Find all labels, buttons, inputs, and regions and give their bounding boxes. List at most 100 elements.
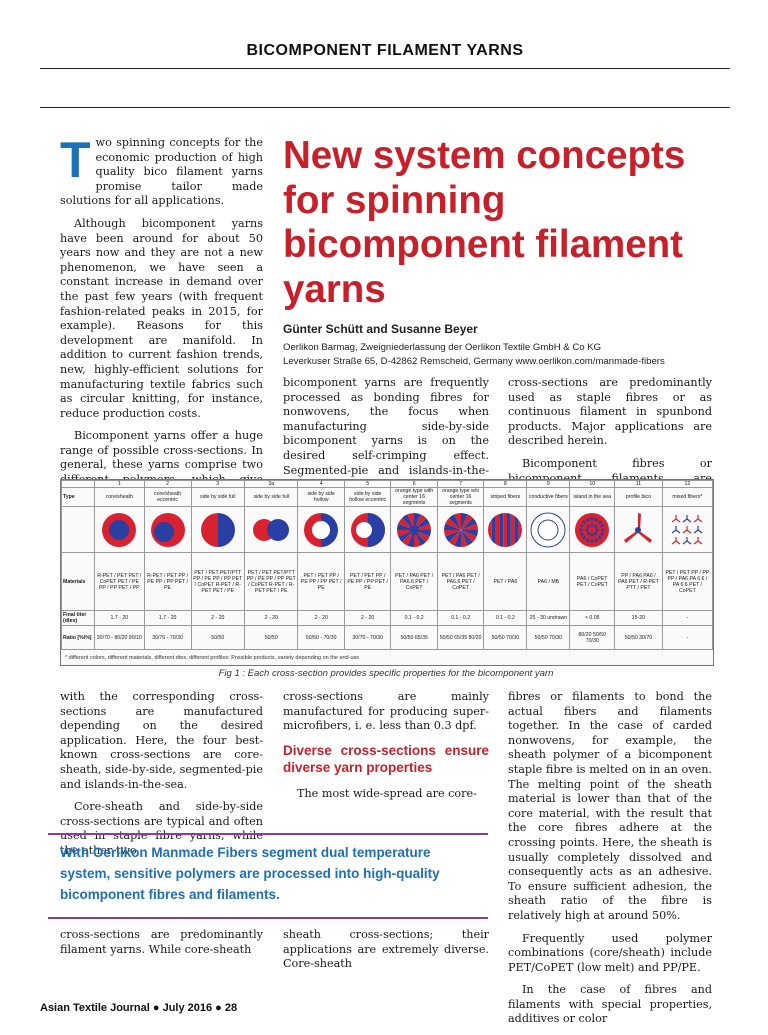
ratio-value: 50/50 70/30 xyxy=(483,625,528,650)
cross-section-image xyxy=(526,506,571,553)
material-combinations: PET / PET PET/PTT PP / PE PP / PP PET / … xyxy=(243,552,299,611)
material-combinations: R-PET / PET PP / PE PP / PP PET / PE xyxy=(143,552,192,611)
final-titer: 15-20 xyxy=(614,610,663,626)
column-number: 6 xyxy=(390,480,438,488)
final-titer: 1.7 - 20 xyxy=(143,610,192,626)
cross-section-diagram-3 xyxy=(200,512,235,547)
column-2-top: bicomponent yarns are frequently process… xyxy=(283,376,489,501)
column-3-top-paragraph-1: cross-sections are predominantly used as… xyxy=(508,376,712,448)
ratio-value: 30/70 - 70/30 xyxy=(343,625,392,650)
ratio-value: 50/50 30/70 xyxy=(614,625,663,650)
intro-paragraph-1: wo spinning concepts for the economic pr… xyxy=(60,136,263,208)
cross-section-image xyxy=(661,506,714,553)
column-3-bottom-paragraph-3: In the case of fibres and filaments with… xyxy=(508,983,712,1026)
final-titer: 25 - 30 undrawn xyxy=(526,610,571,626)
pull-quote: With Oerlikon Manmade Fibers segment dua… xyxy=(60,845,440,902)
column-2-bottom-paragraph-2: The most wide-spread are core- xyxy=(297,786,477,800)
header-rule-bottom xyxy=(40,107,730,108)
final-titer: 1.7 - 20 xyxy=(94,610,145,626)
cross-section-diagram-9 xyxy=(530,512,566,547)
row-label-titer: Final titer (dtex) xyxy=(61,610,95,626)
cross-section-type: orange type with center 16 segments xyxy=(390,487,438,507)
cross-section-type: mixed fibers* xyxy=(661,487,714,507)
cross-section-diagram-4 xyxy=(304,512,339,547)
cross-section-type: side by side full xyxy=(243,487,299,507)
ratio-value: 50/50 65/35 80/20 xyxy=(436,625,485,650)
cross-section-type: side by side hollow eccentric xyxy=(343,487,392,507)
cross-section-image xyxy=(190,506,245,553)
ratio-value: 80/20 50/50 70/30 xyxy=(569,625,616,650)
material-combinations: R-PET / PET PET / CoPET PET / PE PP / PP… xyxy=(94,552,145,611)
final-titer: 2 - 20 xyxy=(297,610,345,626)
ratio-value: 50/50 xyxy=(243,625,299,650)
article-title: New system concepts for spinning bicompo… xyxy=(283,134,686,311)
pull-quote-rule-bottom xyxy=(48,917,488,919)
ratio-value: 50/50 xyxy=(190,625,245,650)
column-number: 4 xyxy=(297,480,345,488)
column-number: 8 xyxy=(483,480,528,488)
final-titer: < 0.05 xyxy=(569,610,616,626)
article-authors: Günter Schütt and Susanne Beyer xyxy=(283,322,478,336)
column-number: 10 xyxy=(569,480,616,488)
column-2-bottom-paragraph-1: cross-sections are mainly manufactured f… xyxy=(283,690,489,733)
column-3-bottom-paragraph-2: Frequently used polymer combinations (co… xyxy=(508,931,712,974)
cross-section-diagram-12 xyxy=(672,514,703,544)
material-combinations: PET / PET PP / PE PP / PP PET / PE xyxy=(343,552,392,611)
cross-section-diagram-1 xyxy=(102,512,137,547)
cross-section-diagram-8 xyxy=(488,512,523,547)
column-number: 9 xyxy=(526,480,571,488)
drop-cap: T xyxy=(60,132,91,188)
cross-section-image xyxy=(243,506,299,553)
row-label-ratio: Ratio [%/%] xyxy=(61,625,95,650)
section-subheading: Diverse cross-sections ensure diverse ya… xyxy=(283,742,489,776)
column-1-bottom-paragraph-1: with the corresponding cross-sections ar… xyxy=(60,690,263,791)
column-number: 1 xyxy=(94,480,145,488)
cross-section-diagram-2 xyxy=(150,512,185,547)
running-header: BICOMPONENT FILAMENT YARNS xyxy=(246,42,524,59)
material-combinations: PET / PA6 PET / PA6.6 PET / CoPET xyxy=(436,552,485,611)
ratio-value: - xyxy=(661,625,714,650)
cross-section-image xyxy=(436,506,485,553)
final-titer: 2 - 20 xyxy=(343,610,392,626)
cross-section-type: profile bico xyxy=(614,487,663,507)
column-1-last-paragraph: cross-sections are predominantly filamen… xyxy=(60,928,263,956)
column-number: 5 xyxy=(343,480,392,488)
cross-section-diagram-7 xyxy=(443,512,478,547)
column-number: 3 xyxy=(190,480,245,488)
cross-section-image xyxy=(483,506,528,553)
column-number: 3a xyxy=(243,480,299,488)
material-combinations: PET / PET PP / PP PP / PA6 PA 6.6 / PA 6… xyxy=(661,552,714,611)
ratio-value: 30/70 - 80/20 90/10 xyxy=(94,625,145,650)
column-number: 2 xyxy=(143,480,192,488)
cross-section-image xyxy=(94,506,145,553)
final-titer: 2 - 20 xyxy=(190,610,245,626)
cross-section-type: core/sheath xyxy=(94,487,145,507)
pull-quote-rule-top xyxy=(48,833,488,835)
final-titer: 0.1 - 0.2 xyxy=(483,610,528,626)
column-3-bottom-paragraph-1: fibres or filaments to bond the actual f… xyxy=(508,690,712,922)
final-titer: 0.1 - 0.2 xyxy=(436,610,485,626)
final-titer: - xyxy=(661,610,714,626)
ratio-value: 50/50 - 70/30 xyxy=(297,625,345,650)
material-combinations: PET / PET PET/PTT PP / PE PP / PP PET / … xyxy=(190,552,245,611)
cross-section-diagram-5 xyxy=(350,512,385,547)
column-2-top-paragraph: bicomponent yarns are frequently process… xyxy=(283,376,489,491)
column-number: 12 xyxy=(661,480,714,488)
header-rule-top xyxy=(40,68,730,69)
column-number: 11 xyxy=(614,480,663,488)
cross-section-type: side by side hollow xyxy=(297,487,345,507)
cross-section-diagram-6 xyxy=(397,512,432,547)
material-combinations: PET / PA6 xyxy=(483,552,528,611)
column-2-last: sheath cross-sections; their application… xyxy=(283,928,489,980)
page-footer: Asian Textile Journal ● July 2016 ● 28 xyxy=(40,1002,238,1014)
cross-section-type: core/sheath eccentric xyxy=(143,487,192,507)
column-number: 7 xyxy=(436,480,485,488)
material-combinations: PA6 / CoPET PET / CoPET xyxy=(569,552,616,611)
cross-section-type: conductive fibers xyxy=(526,487,571,507)
cross-section-diagram-11 xyxy=(624,512,653,543)
cross-section-diagram-3a xyxy=(253,518,290,541)
ratio-value: 30/70 - 70/30 xyxy=(143,625,192,650)
